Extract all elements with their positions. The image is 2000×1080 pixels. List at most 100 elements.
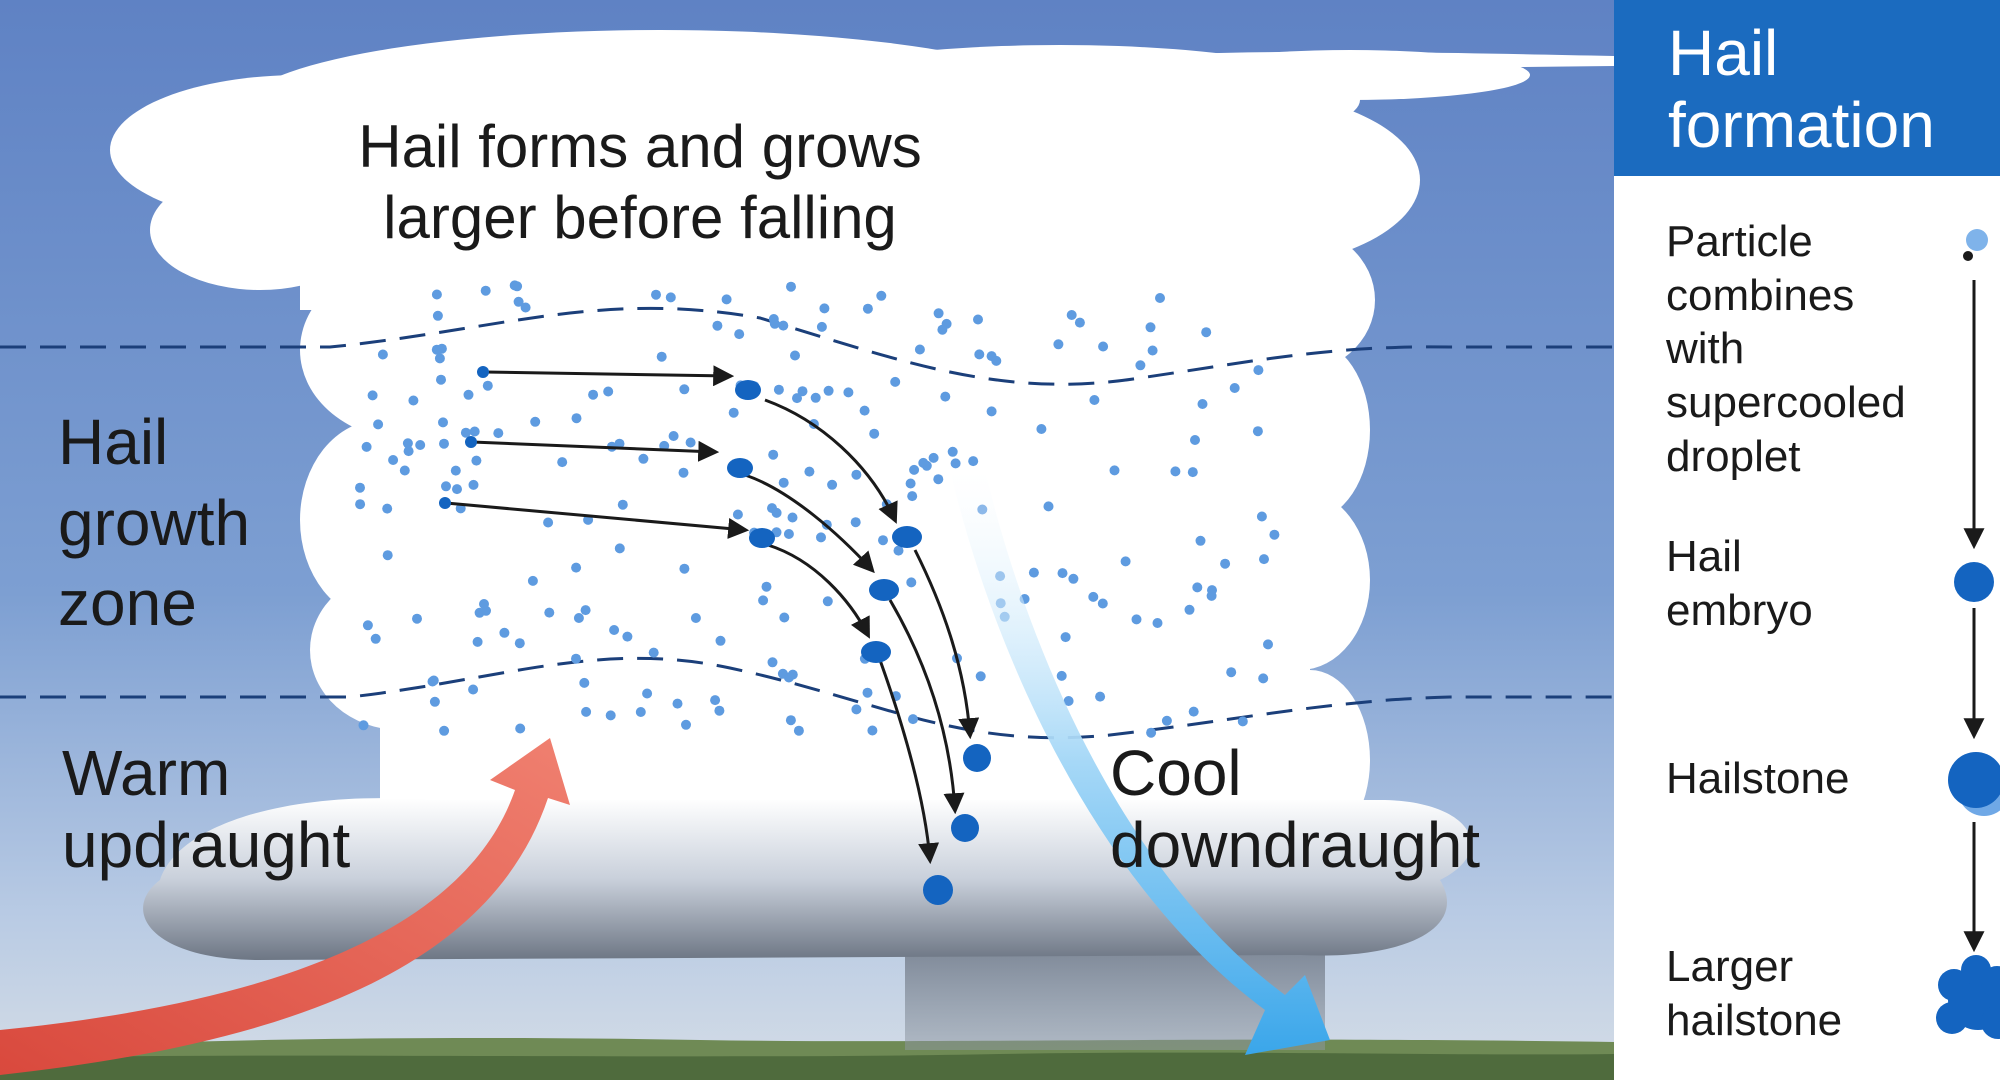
droplet <box>427 676 438 687</box>
droplet <box>712 320 723 331</box>
cloud-title: Hail forms and grows larger before falli… <box>358 113 922 251</box>
droplet <box>1109 465 1120 476</box>
panel-header: Hail formation <box>1614 0 2000 176</box>
droplet <box>1170 466 1181 477</box>
droplet <box>1253 365 1264 376</box>
droplet <box>734 329 745 340</box>
droplet <box>1043 501 1054 512</box>
droplet <box>373 419 384 430</box>
droplet <box>1152 618 1163 628</box>
droplet <box>715 635 726 646</box>
droplet <box>452 484 462 495</box>
droplet <box>1056 670 1067 681</box>
droplet <box>1197 399 1208 409</box>
droplet <box>822 596 833 607</box>
droplet <box>721 294 732 305</box>
warm-updraught-arrow <box>0 738 570 1075</box>
droplet <box>431 344 442 355</box>
droplet <box>520 302 531 313</box>
droplet <box>672 698 683 709</box>
droplet <box>439 725 450 736</box>
droplet <box>479 599 489 609</box>
droplet <box>792 393 802 404</box>
larger-hailstone-icon <box>1936 955 2000 1039</box>
trajectory-arrow <box>764 398 898 524</box>
droplet <box>439 438 449 449</box>
droplet <box>441 481 451 492</box>
droplet <box>827 479 838 490</box>
droplet <box>1258 673 1269 684</box>
droplet <box>603 386 614 397</box>
droplet <box>906 577 917 588</box>
droplet <box>482 380 493 391</box>
droplet <box>1195 535 1206 546</box>
droplet <box>778 477 789 488</box>
droplet <box>469 426 480 437</box>
droplet <box>432 310 443 321</box>
droplet <box>514 638 525 649</box>
droplet <box>1161 715 1172 726</box>
droplet <box>605 710 616 721</box>
droplet <box>685 437 696 448</box>
droplet <box>648 647 659 658</box>
droplet <box>530 416 541 427</box>
droplet <box>515 723 526 734</box>
droplet <box>571 653 581 664</box>
droplet <box>1057 568 1068 579</box>
droplet <box>355 482 365 493</box>
droplet <box>431 289 442 300</box>
droplet <box>471 455 482 466</box>
trajectory-arrow <box>484 365 735 387</box>
droplet <box>651 289 661 300</box>
droplet <box>1120 556 1131 567</box>
droplet <box>367 390 378 401</box>
droplet <box>790 350 800 361</box>
storm-cloud <box>110 30 1530 860</box>
larger-hailstone <box>923 875 953 905</box>
droplet <box>588 389 599 400</box>
diagram-canvas <box>0 0 1614 1080</box>
droplet <box>914 344 925 355</box>
droplet <box>679 384 690 395</box>
droplet <box>878 535 888 546</box>
droplet <box>1098 341 1109 352</box>
droplet <box>867 725 878 736</box>
cool-downdraught-label: Cool downdraught <box>1110 737 1481 881</box>
step-embryo-label: Hail embryo <box>1666 532 1813 635</box>
hail-trajectories <box>445 365 980 865</box>
hail-seed <box>439 497 451 509</box>
droplet <box>908 714 918 725</box>
droplet <box>986 406 997 417</box>
droplet <box>778 320 789 331</box>
droplet <box>1226 667 1237 678</box>
droplet <box>438 417 448 428</box>
droplet <box>991 355 1002 366</box>
droplet <box>362 620 373 631</box>
formation-sequence <box>1936 229 2000 1039</box>
droplet <box>1135 360 1146 371</box>
hail-embryo <box>727 458 753 478</box>
droplet <box>950 458 961 469</box>
droplet <box>690 613 701 623</box>
droplet <box>890 376 901 387</box>
hailstone <box>869 579 899 601</box>
droplet <box>1155 293 1165 303</box>
trajectory-arrow <box>445 501 750 539</box>
droplet <box>1036 424 1047 434</box>
droplet <box>973 314 983 325</box>
droplet <box>1147 345 1158 356</box>
trajectory-arrow <box>878 659 940 865</box>
hail-embryo <box>749 528 775 548</box>
droplet <box>681 719 691 730</box>
droplet <box>783 529 794 539</box>
droplet <box>786 281 796 292</box>
droplet <box>499 627 510 638</box>
droplet <box>460 427 471 438</box>
droplet <box>370 633 381 644</box>
hail-embryo-icon <box>1954 562 1994 602</box>
supercooled-droplets <box>355 280 1280 738</box>
droplet <box>480 285 491 296</box>
droplet <box>638 453 649 464</box>
droplet <box>714 705 725 716</box>
droplet <box>947 446 958 457</box>
